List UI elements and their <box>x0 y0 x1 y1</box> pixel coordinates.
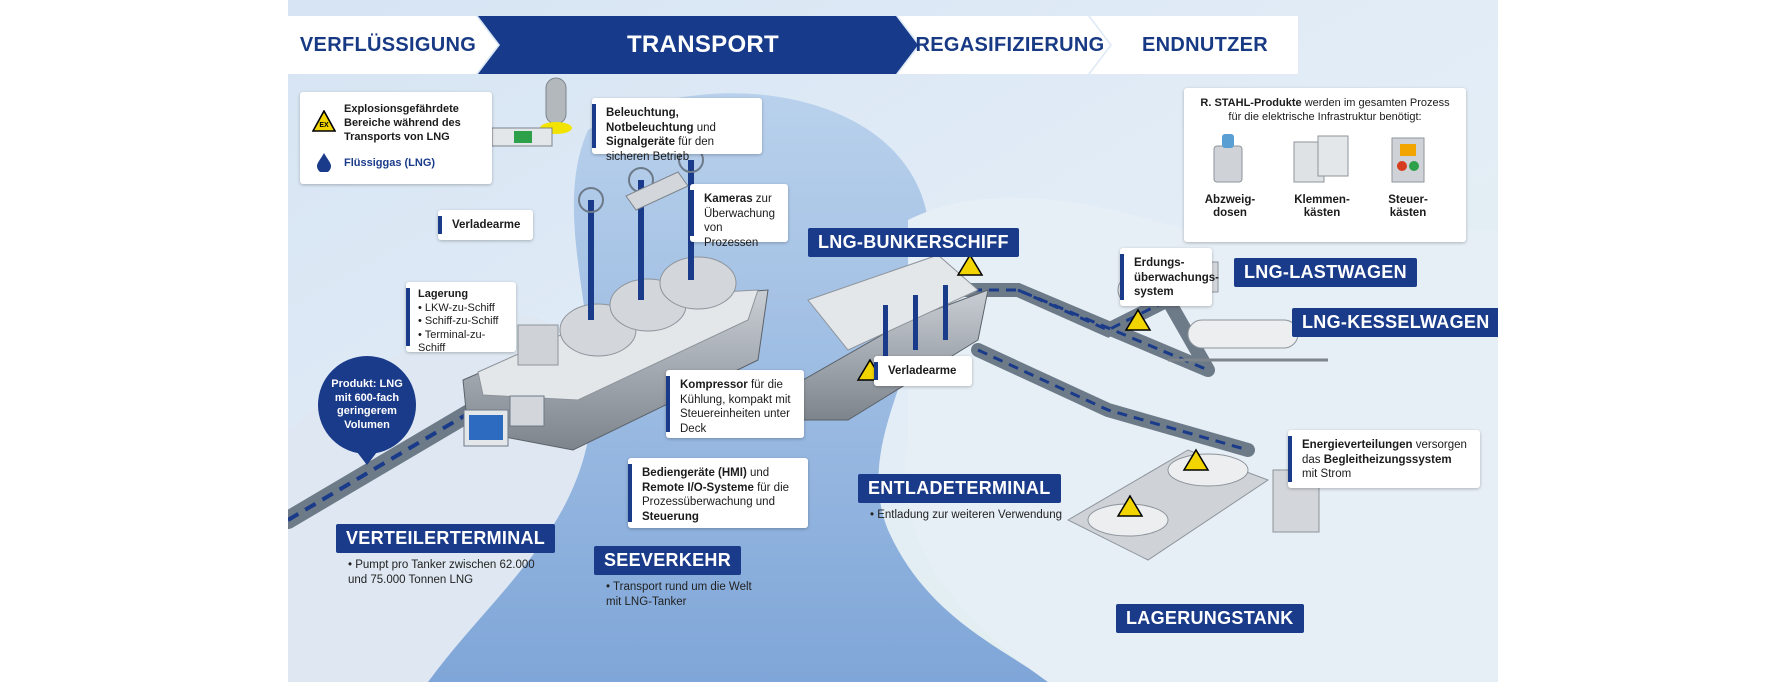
callout-text: zur Überwachung von Prozessen <box>704 193 775 249</box>
list-item: Schiff-zu-Schiff <box>418 315 508 329</box>
callout-bar <box>438 216 442 234</box>
product-label: Abzweig-dosen <box>1204 194 1256 219</box>
callout-energy: Energieverteilungen versorgen das Beglei… <box>1288 430 1480 488</box>
callout-bold: Remote I/O-Systeme <box>642 481 754 494</box>
callout-loading-arms-right: Verladearme <box>874 356 972 386</box>
product-circle: Produkt: LNG mit 600-fach geringerem Vol… <box>318 356 416 454</box>
callout-cameras: Kameras zur Überwachung von Prozessen <box>690 184 788 249</box>
callout-bold: Bediengeräte (HMI) <box>642 467 747 479</box>
products-intro-text: werden im gesamten Prozess für die elekt… <box>1228 97 1450 123</box>
step-label-3: REGASIFIZIERUNG <box>915 33 1105 56</box>
section-title-truck: LNG-LASTWAGEN <box>1234 258 1417 287</box>
step-label-1: VERFLÜSSIGUNG <box>299 33 477 56</box>
product-label: Steuer-kästen <box>1388 194 1428 219</box>
callout-text: Verladearme <box>888 365 957 377</box>
product-label: Klemmen-kästen <box>1294 194 1350 219</box>
list-item: Terminal-zu-Schiff <box>418 329 508 356</box>
step-label-2: TRANSPORT <box>626 31 780 58</box>
callout-text: und <box>696 121 716 134</box>
legend-explosion-text: Explosionsgefährdete Bereiche während de… <box>344 103 461 143</box>
section-title-unloading: ENTLADETERMINAL <box>858 474 1061 503</box>
legend-box: EX Explosionsgefährdete Bereiche während… <box>300 92 492 184</box>
section-title-distribution: VERTEILERTERMINAL <box>336 524 556 553</box>
infographic-panel: VERFLÜSSIGUNG TRANSPORT REGASIFIZIERUNG … <box>288 0 1498 682</box>
callout-text: für die Prozessüberwachung und <box>642 481 790 509</box>
step-chevron-4 <box>1090 16 1298 74</box>
callout-bold: Steuerung <box>642 510 699 523</box>
callout-bar <box>1288 436 1292 482</box>
callout-loading-arms-left: Verladearme <box>438 210 533 240</box>
callout-bar <box>666 376 670 432</box>
callout-storage: Lagerung LKW-zu-Schiff Schiff-zu-Schiff … <box>406 282 516 354</box>
products-intro: R. STAHL-Produkte werden im gesamten Pro… <box>1194 96 1456 124</box>
callout-bar <box>690 190 694 236</box>
callout-bold: Kameras <box>704 193 753 205</box>
callout-text: Verladearme <box>452 219 521 231</box>
lamp-icon <box>491 77 572 147</box>
step-chevron-3 <box>898 16 1110 74</box>
camera-icon <box>625 171 689 211</box>
callout-bar <box>1120 254 1124 300</box>
callout-text: für den sicheren Betrieb <box>606 136 715 163</box>
callout-text: mit Strom <box>1302 468 1352 480</box>
section-title-bunker: LNG-BUNKERSCHIFF <box>808 228 1019 257</box>
callout-lighting: Beleuchtung, Notbeleuchtung und Signalge… <box>592 98 762 163</box>
lng-drop-icon <box>317 153 331 172</box>
callout-bar <box>592 104 596 148</box>
callout-text: für die Kühlung, kompakt mit Steuereinhe… <box>680 379 791 435</box>
callout-bold: Beleuchtung, Notbeleuchtung <box>606 107 694 134</box>
callout-bar <box>628 464 632 522</box>
section-title-tank: LAGERUNGSTANK <box>1116 604 1304 633</box>
svg-text:EX: EX <box>319 122 329 129</box>
callout-title: Lagerung <box>418 288 469 300</box>
legend-lng-text: Flüssiggas (LNG) <box>344 157 436 169</box>
process-header <box>288 16 1298 74</box>
callout-earthing: Erdungs-überwachungs-system <box>1120 248 1219 306</box>
circle-pointer <box>357 452 377 465</box>
callout-bold: Begleitheizungssystem <box>1323 453 1452 466</box>
callout-bold: Kompressor <box>680 379 748 391</box>
callout-text: Erdungs-überwachungs-system <box>1134 257 1219 298</box>
products-box: R. STAHL-Produkte werden im gesamten Pro… <box>1184 88 1466 242</box>
hmi-monitor-icon <box>463 395 545 447</box>
callout-text: versorgen das <box>1302 439 1467 466</box>
lng-flow-left <box>288 388 510 522</box>
control-box-icon <box>1391 137 1425 183</box>
section-title-railcar: LNG-KESSELWAGEN <box>1292 308 1498 337</box>
section-text-sea: • Transport rund um die Welt mit LNG-Tan… <box>606 581 752 608</box>
callout-hmi: Bediengeräte (HMI) und Remote I/O-System… <box>628 458 808 528</box>
callout-compressor: Kompressor für die Kühlung, kompakt mit … <box>666 370 804 438</box>
list-item: LKW-zu-Schiff <box>418 302 508 316</box>
section-text-unloading: • Entladung zur weiteren Verwendung <box>870 509 1062 521</box>
ex-warning-icon: EX <box>312 110 336 132</box>
callout-bar <box>406 288 410 346</box>
callout-text: und <box>750 467 770 479</box>
step-chevron-2 <box>478 16 918 74</box>
callout-bold: Signalgeräte <box>606 136 676 148</box>
junction-box-icon <box>1213 134 1243 183</box>
products-intro-bold: R. STAHL-Produkte <box>1200 97 1302 109</box>
step-label-4: ENDNUTZER <box>1141 33 1269 56</box>
callout-bold: Energieverteilungen <box>1302 439 1413 451</box>
step-chevron-1 <box>288 16 498 74</box>
section-title-sea: SEEVERKEHR <box>594 546 742 575</box>
storage-list: LKW-zu-Schiff Schiff-zu-Schiff Terminal-… <box>418 302 508 356</box>
section-text-distribution: • Pumpt pro Tanker zwischen 62.000 und 7… <box>348 559 535 586</box>
callout-bar <box>874 362 878 380</box>
terminal-box-icon <box>1293 135 1349 183</box>
